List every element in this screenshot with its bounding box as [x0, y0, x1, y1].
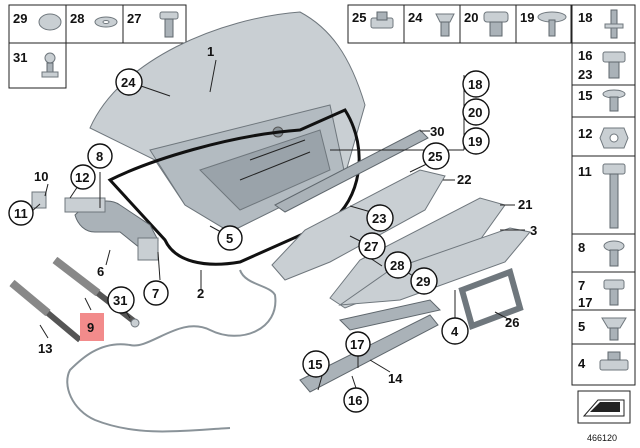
clip-8: [603, 240, 625, 267]
label-1[interactable]: 1: [207, 44, 214, 59]
trunk-hinge: [64, 197, 159, 261]
label-5[interactable]: 5: [578, 319, 585, 334]
wiring-harness: [66, 269, 277, 433]
label-26[interactable]: 26: [505, 315, 519, 330]
label-18[interactable]: 18: [578, 10, 592, 25]
label-11b[interactable]: 11: [14, 206, 28, 221]
label-7[interactable]: 7: [578, 278, 585, 293]
label-30[interactable]: 30: [430, 124, 444, 139]
label-8b[interactable]: 8: [96, 149, 103, 164]
handle-strip-14: [299, 314, 439, 393]
label-28b[interactable]: 28: [390, 258, 404, 273]
trunk-lid: [89, 11, 366, 233]
label-16b[interactable]: 16: [348, 393, 362, 408]
label-19[interactable]: 19: [520, 10, 534, 25]
license-bracket-26: [458, 268, 524, 330]
label-17[interactable]: 17: [578, 295, 592, 310]
label-8[interactable]: 8: [578, 240, 585, 255]
bracket-10: [31, 191, 47, 209]
label-31b[interactable]: 31: [113, 293, 127, 308]
clip-15: [602, 89, 626, 112]
label-14[interactable]: 14: [388, 371, 403, 386]
label-9[interactable]: 9: [87, 320, 94, 335]
label-27[interactable]: 27: [127, 11, 141, 26]
label-25[interactable]: 25: [352, 10, 366, 25]
label-21[interactable]: 21: [518, 197, 532, 212]
stud-18: [604, 9, 624, 39]
label-11[interactable]: 11: [578, 164, 592, 179]
bolt-11: [602, 163, 626, 229]
label-12[interactable]: 12: [578, 126, 592, 141]
label-6[interactable]: 6: [97, 264, 104, 279]
toolbox-icon: [582, 399, 625, 417]
label-18b[interactable]: 18: [468, 77, 482, 92]
label-31[interactable]: 31: [13, 50, 27, 65]
top-right-fastener-panel: 25 24 20 19: [347, 4, 572, 44]
label-4[interactable]: 4: [578, 356, 586, 371]
top-left-fastener-panel: 29 28 27 31: [8, 4, 187, 89]
trunk-seal: [107, 108, 361, 266]
label-27b[interactable]: 27: [364, 239, 378, 254]
clip-24: [435, 13, 455, 37]
nut-4: [599, 351, 629, 371]
label-28[interactable]: 28: [70, 11, 84, 26]
label-24[interactable]: 24: [408, 10, 423, 25]
clip-7-17: [603, 279, 625, 306]
label-17b[interactable]: 17: [350, 337, 364, 352]
diagram-number: 466120: [587, 433, 617, 443]
highlight-9: [80, 313, 104, 341]
label-23b[interactable]: 23: [372, 211, 386, 226]
label-13[interactable]: 13: [38, 341, 52, 356]
label-29[interactable]: 29: [13, 11, 27, 26]
right-fastener-column: 18 16 23 15 12 11 8 7: [571, 4, 636, 443]
label-7b[interactable]: 7: [152, 286, 159, 301]
label-24b[interactable]: 24: [121, 75, 136, 90]
nut-12: [599, 127, 629, 149]
ball-stud-31: [41, 52, 59, 78]
screw-27: [159, 11, 179, 38]
label-25b[interactable]: 25: [428, 149, 442, 164]
label-22[interactable]: 22: [457, 172, 471, 187]
label-19b[interactable]: 19: [468, 134, 482, 149]
gas-strut-13: [9, 279, 82, 343]
label-10[interactable]: 10: [34, 169, 48, 184]
label-2[interactable]: 2: [197, 286, 204, 301]
label-20[interactable]: 20: [464, 10, 478, 25]
label-15[interactable]: 15: [578, 88, 592, 103]
label-29b[interactable]: 29: [416, 274, 430, 289]
trim-panel-22: [271, 169, 446, 281]
label-23[interactable]: 23: [578, 67, 592, 82]
clip-20: [483, 11, 509, 37]
label-20b[interactable]: 20: [468, 105, 482, 120]
label-16[interactable]: 16: [578, 48, 592, 63]
strip-4: [339, 299, 441, 331]
cap-29: [38, 13, 62, 31]
nut-16-23: [602, 51, 626, 79]
clip-5: [601, 317, 627, 341]
label-4b[interactable]: 4: [451, 324, 459, 339]
callouts: 1 24 18 20 19 30 25 22 21 3 23 27 28 29 …: [8, 44, 537, 413]
label-5b[interactable]: 5: [226, 231, 233, 246]
label-3[interactable]: 3: [530, 223, 537, 238]
label-15b[interactable]: 15: [308, 357, 322, 372]
label-12b[interactable]: 12: [75, 170, 89, 185]
rivet-19: [537, 11, 567, 37]
nut-25: [370, 11, 394, 29]
